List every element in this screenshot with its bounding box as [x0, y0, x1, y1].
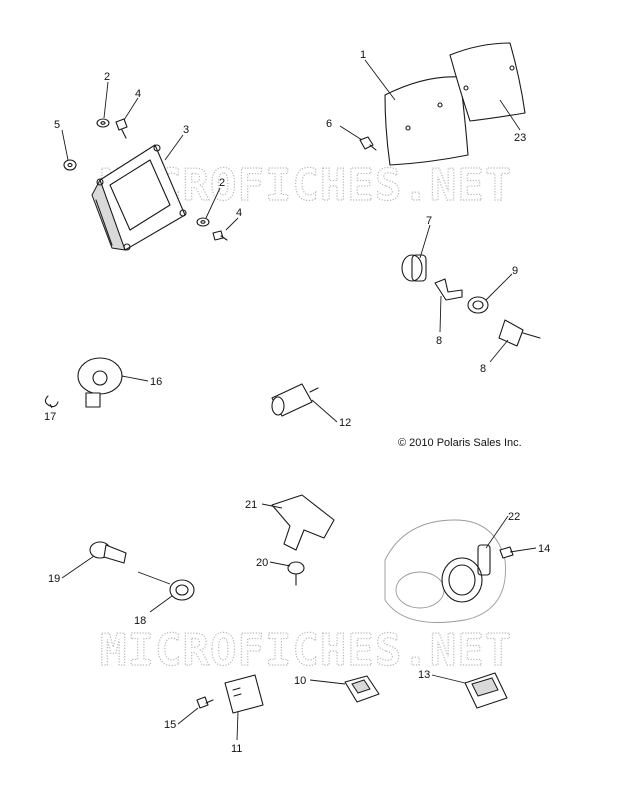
callout-5: 5	[54, 119, 60, 131]
cover-plate-icon	[384, 42, 526, 166]
callout-20: 20	[256, 557, 268, 569]
ecu-module-icon	[91, 144, 187, 251]
callout-8b: 8	[480, 363, 486, 375]
washer-icon	[63, 118, 210, 227]
rocker-switch-icon	[344, 672, 508, 709]
callout-22: 22	[508, 511, 520, 523]
callout-7: 7	[426, 215, 432, 227]
bolt-icon	[115, 118, 377, 709]
temp-sensor-icon	[271, 383, 319, 417]
callout-15: 15	[164, 719, 176, 731]
callout-17: 17	[44, 411, 56, 423]
callout-9: 9	[512, 265, 518, 277]
copyright-notice: © 2010 Polaris Sales Inc.	[398, 437, 522, 449]
callout-8a: 8	[436, 335, 442, 347]
bulb-socket-icon	[401, 254, 489, 314]
callouts: 2 4 5 3 2 4 1 6 23 7 9 8 8 16 17 12 21 2…	[44, 49, 550, 755]
bulb-socket-icon	[89, 541, 195, 601]
relay-icon	[224, 674, 264, 714]
callout-16: 16	[150, 376, 162, 388]
leader-lines	[49, 59, 537, 741]
callout-2a: 2	[104, 71, 110, 83]
callout-14: 14	[538, 543, 550, 555]
callout-12: 12	[339, 417, 351, 429]
callout-23: 23	[514, 132, 526, 144]
callout-2b: 2	[219, 177, 225, 189]
throttle-body-icon	[384, 519, 514, 623]
callout-4b: 4	[236, 207, 242, 219]
knock-sensor-icon	[44, 357, 123, 408]
callout-10: 10	[294, 675, 306, 687]
map-sensor-icon	[271, 494, 335, 586]
callout-21: 21	[245, 499, 257, 511]
callout-13: 13	[418, 669, 430, 681]
callout-19: 19	[48, 573, 60, 585]
callout-1: 1	[360, 49, 366, 61]
watermark-bottom: MICROFICHES.NET	[100, 625, 512, 676]
callout-3: 3	[183, 124, 189, 136]
sensor-clip-icon	[434, 278, 541, 347]
callout-6: 6	[326, 118, 332, 130]
callout-11: 11	[231, 743, 242, 755]
callout-18: 18	[134, 615, 146, 627]
callout-4a: 4	[135, 88, 141, 100]
